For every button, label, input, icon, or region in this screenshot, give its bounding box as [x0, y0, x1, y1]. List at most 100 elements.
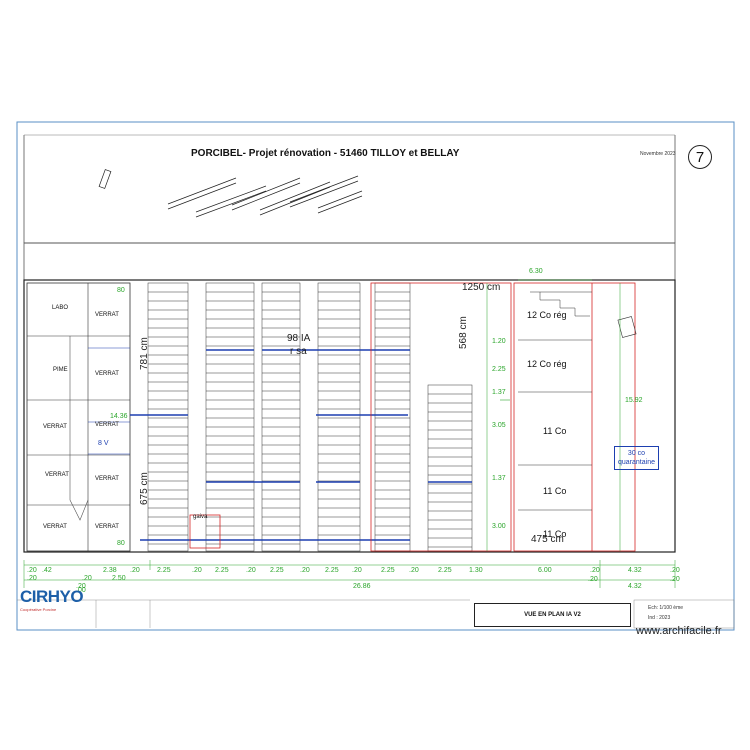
left-row-3-left: VERRAT: [43, 424, 67, 430]
quarantine-box: 30 co quarantaine: [614, 446, 659, 470]
bottom-dim-label: .20: [130, 567, 140, 574]
bottom-dim-label: 2.25: [270, 567, 284, 574]
bottom-dim-r2-6: .20: [670, 576, 680, 583]
meta-line-1: Ech: 1/100 ème: [648, 605, 684, 611]
left-row-2-right: VERRAT: [95, 371, 119, 377]
bottom-dim-label: .20: [590, 567, 600, 574]
pen-column: [147, 282, 189, 552]
dim-568: 568 cm: [458, 316, 469, 349]
company-logo: CIRHYO Coopérative Porcine: [20, 587, 84, 627]
right-pen-dividers: [518, 291, 592, 511]
bottom-dim-label: 2.25: [157, 567, 171, 574]
quarantine-line-1: 30 co: [627, 450, 646, 457]
label-8v: 8 V: [98, 440, 109, 447]
right-dim-5: 1.37: [492, 475, 506, 482]
project-date: Novembre 2023: [640, 151, 676, 157]
bottom-dim-label: 2.38: [103, 567, 117, 574]
sheet-number-badge: 7: [688, 145, 712, 169]
bottom-dim-label: .20: [246, 567, 256, 574]
bottom-dim-label: 1.30: [469, 567, 483, 574]
right-pen-1: 12 Co rég: [527, 310, 567, 320]
pen-column: [427, 384, 473, 552]
watermark: www.archifacile.fr: [636, 625, 722, 637]
bottom-dim-label: .20: [192, 567, 202, 574]
corridor-outline: [23, 242, 676, 281]
label-gaiva: gaiva: [193, 514, 208, 520]
pen-column: [261, 282, 301, 552]
dim-1436: 14.36: [110, 413, 128, 420]
view-title-box: VUE EN PLAN IA V2: [474, 603, 631, 627]
right-dim-3: 1.37: [492, 389, 506, 396]
right-pen-2: 12 Co rég: [527, 359, 567, 369]
view-title: VUE EN PLAN IA V2: [524, 612, 581, 618]
left-block: [26, 282, 131, 552]
bottom-dim-r2-5: 4.32: [628, 583, 642, 590]
label-r-sa: r sa: [290, 346, 307, 357]
quarantine-line-2: quarantaine: [618, 459, 655, 466]
feed-rails: [130, 349, 472, 541]
right-pen-4: 11 Co: [543, 486, 567, 496]
sheet-frame: [16, 121, 735, 631]
bottom-dim-label: 4.32: [628, 567, 642, 574]
right-pen-5: 11 Co: [543, 529, 567, 539]
dim-80-bottom: 80: [117, 540, 125, 547]
right-dim-6: 3.00: [492, 523, 506, 530]
bottom-dim-r3-0: .20: [76, 583, 86, 590]
left-row-1-left: LABO: [52, 305, 69, 311]
bottom-dim-label: .20: [352, 567, 362, 574]
building-outline: [23, 279, 676, 553]
bottom-dim-label: 2.25: [325, 567, 339, 574]
dim-675: 675 cm: [139, 472, 150, 505]
bottom-dim-label: .42: [42, 567, 52, 574]
dim-80-top: 80: [117, 287, 125, 294]
bottom-dim-label: .20: [300, 567, 310, 574]
right-dim-1: 1.20: [492, 338, 506, 345]
bottom-dim-label: .20: [670, 567, 680, 574]
pen-columns: [147, 282, 473, 552]
bottom-dim-label: .20: [409, 567, 419, 574]
bottom-dim-label: .20: [27, 567, 37, 574]
left-row-1-right: VERRAT: [95, 312, 119, 318]
pen-column: [205, 282, 255, 552]
bottom-dim-label: 2.25: [438, 567, 452, 574]
bottom-dim-label: 6.00: [538, 567, 552, 574]
sheet-number: 7: [695, 148, 705, 166]
dim-1592: 15.92: [625, 397, 643, 404]
footer-meta-box: [633, 599, 735, 629]
project-title: PORCIBEL- Projet rénovation - 51460 TILL…: [191, 148, 460, 159]
left-row-2-left: PIME: [53, 367, 68, 373]
pen-column: [374, 282, 411, 552]
dim-475: 475 cm: [531, 534, 564, 545]
left-row-3-right: VERRAT: [95, 422, 119, 428]
bottom-dim-r2-0: .20: [27, 575, 37, 582]
door-symbol: [617, 316, 637, 338]
bottom-dim-label: 2.25: [381, 567, 395, 574]
meta-line-2: Ind : 2023: [648, 615, 671, 621]
dim-630: 6.30: [529, 268, 543, 275]
bottom-dim-r2-1: .20: [82, 575, 92, 582]
left-row-5-left: VERRAT: [43, 524, 67, 530]
logo-text: CIRHYO: [20, 587, 84, 606]
label-98-ia: 98 IA: [287, 333, 311, 344]
right-dim-4: 3.05: [492, 422, 506, 429]
left-row-4-right: VERRAT: [95, 476, 119, 482]
logo-subtitle: Coopérative Porcine: [20, 607, 57, 612]
dim-781: 781 cm: [139, 337, 150, 370]
right-pen-3: 11 Co: [543, 426, 567, 436]
dim-1250: 1250 cm: [462, 282, 501, 293]
bottom-dim-total: 26.86: [353, 583, 371, 590]
bottom-dim-r2-2: 2.50: [112, 575, 126, 582]
red-outlines: [189, 282, 636, 552]
left-row-5-right: VERRAT: [95, 524, 119, 530]
pen-column: [317, 282, 361, 552]
bottom-dim-label: 2.25: [215, 567, 229, 574]
bottom-dim-r3-1: .00: [76, 587, 86, 594]
stairs-right: [539, 292, 590, 317]
truck-sketches: [98, 169, 363, 218]
right-pens: [500, 279, 592, 401]
dimension-lines: [23, 560, 676, 588]
left-row-4-left: VERRAT: [45, 472, 69, 478]
right-dim-2: 2.25: [492, 366, 506, 373]
bottom-dim-r2-4: .20: [588, 576, 598, 583]
